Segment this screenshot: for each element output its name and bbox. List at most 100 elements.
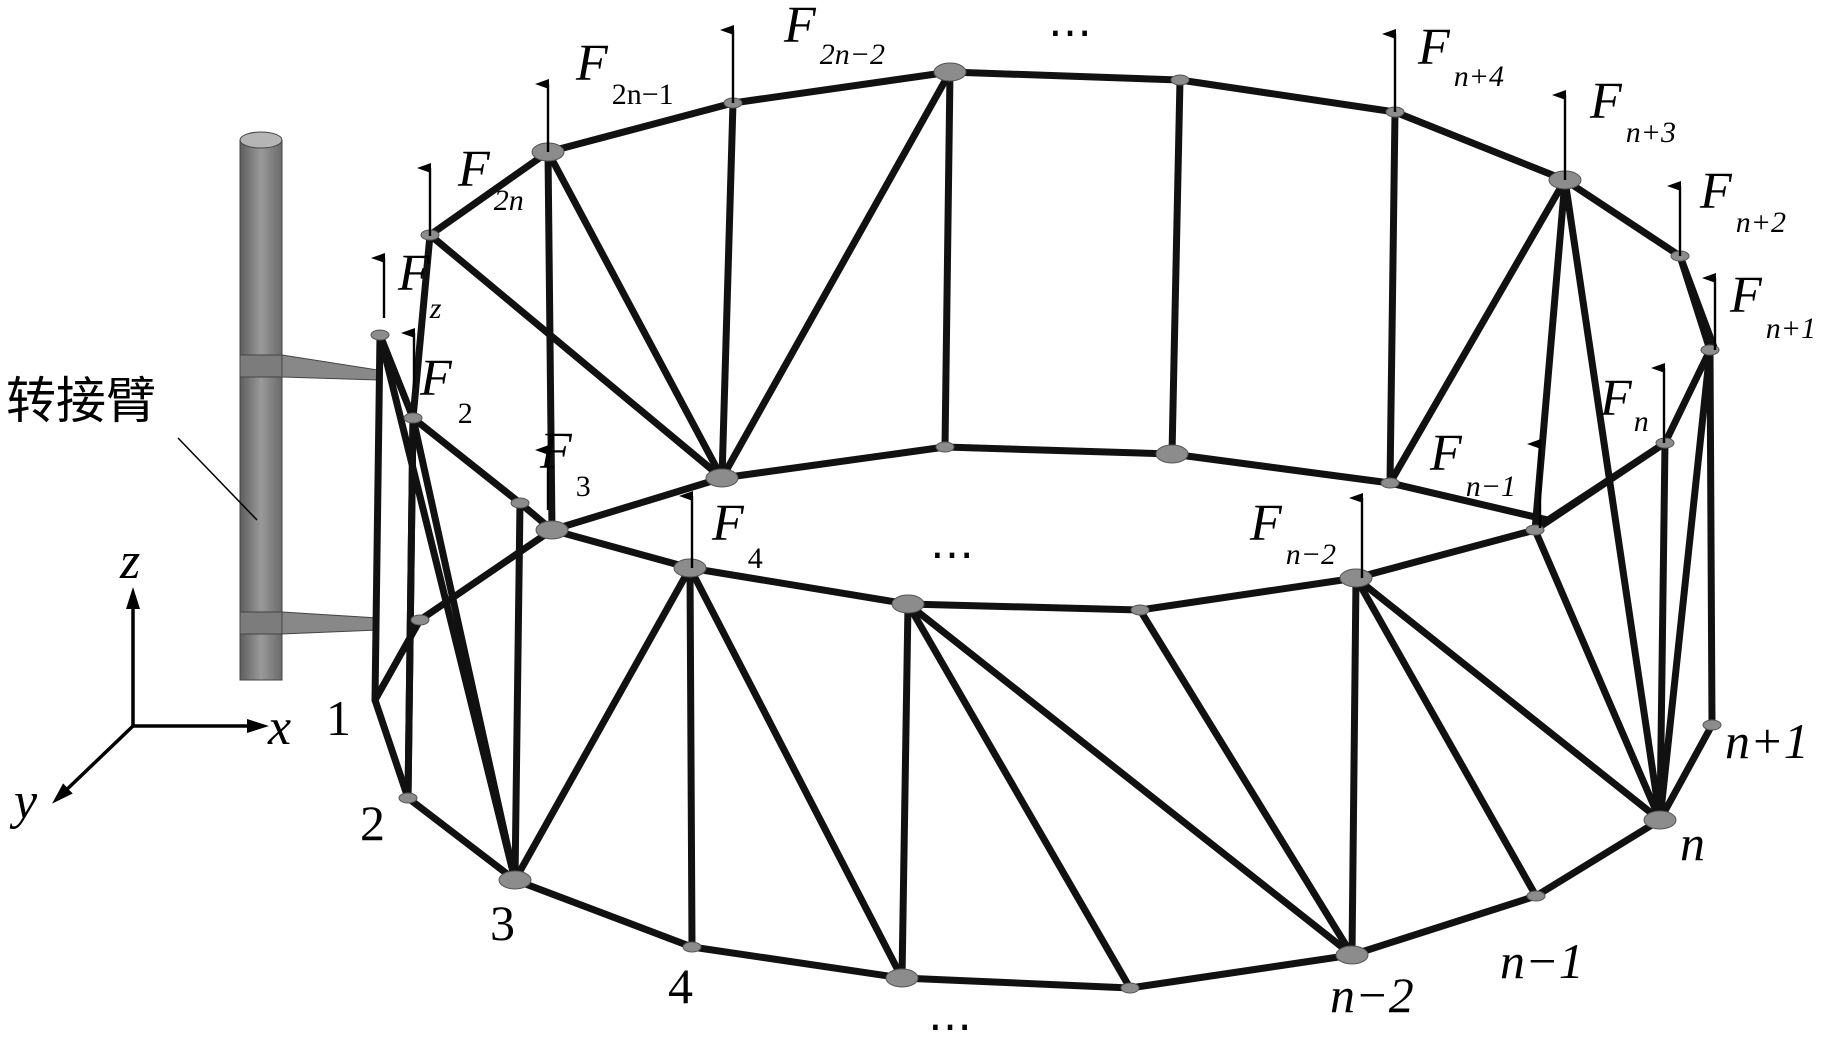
truss-joint	[705, 468, 739, 488]
ellipsis-bottom: …	[928, 990, 978, 1041]
force-label-f-2n-2: F2n−2	[783, 0, 885, 71]
truss-member	[1126, 951, 1356, 992]
truss-member	[371, 331, 384, 704]
truss-joint	[370, 329, 390, 341]
node-numbers: 1 2 3 4 n−2 n−1 n n+1	[326, 690, 1809, 1023]
truss-joint	[1700, 344, 1720, 356]
truss-member	[416, 526, 556, 624]
force-labels: Fz F2 F3 F4 F2n F2n−1 F2n−2 Fn+4 Fn+3 Fn…	[397, 0, 1816, 575]
truss-member	[1706, 346, 1716, 729]
adapter-bracket-lower	[239, 611, 283, 635]
truss-joint	[498, 870, 532, 890]
truss-member	[1352, 526, 1539, 582]
truss-members	[371, 68, 1719, 992]
force-label-f-4: F4	[711, 495, 763, 575]
truss-member	[426, 148, 552, 239]
truss-member	[729, 68, 954, 107]
truss-joint	[1120, 982, 1140, 994]
truss-member	[404, 414, 417, 802]
truss-member	[688, 943, 906, 982]
force-label-f-n-plus-4: Fn+4	[1417, 19, 1504, 93]
node-number-3: 3	[490, 895, 515, 951]
truss-member	[686, 564, 696, 951]
adapter-arm	[177, 131, 379, 681]
truss-member	[371, 696, 412, 802]
node-number-4: 4	[668, 958, 693, 1014]
truss-joint	[885, 968, 919, 988]
truss-joint	[535, 520, 569, 540]
truss-joint	[1170, 74, 1190, 86]
node-number-n-minus-2: n−2	[1330, 967, 1414, 1023]
z-axis-label: z	[119, 533, 140, 590]
truss-member	[904, 600, 1134, 992]
truss-member	[1676, 252, 1714, 354]
truss-member	[686, 564, 906, 982]
truss-member	[904, 600, 1356, 959]
truss-member	[426, 231, 726, 482]
truss-joint	[1380, 477, 1400, 489]
truss-member	[376, 331, 519, 884]
truss-member	[404, 794, 519, 884]
truss-joint	[510, 497, 530, 509]
force-label-f-n-minus-2: Fn−2	[1249, 495, 1336, 571]
truss-member	[941, 443, 1176, 458]
truss-member	[409, 414, 524, 507]
truss-member	[1661, 346, 1714, 447]
truss-member	[1136, 606, 1356, 959]
truss-member	[1386, 176, 1569, 487]
node-number-2: 2	[360, 795, 385, 851]
truss-joint	[1526, 890, 1546, 902]
truss-joint	[403, 412, 423, 424]
truss-joint	[1155, 444, 1189, 464]
truss-joint	[398, 792, 418, 804]
y-axis-label: y	[9, 773, 38, 830]
x-axis-label: x	[267, 699, 291, 756]
force-label-f-n-plus-1: Fn+1	[1729, 267, 1816, 345]
ellipsis-middle: …	[930, 518, 980, 569]
truss-member	[904, 600, 1144, 614]
truss-member	[544, 99, 737, 156]
truss-member	[718, 99, 737, 482]
truss-member	[1532, 816, 1664, 900]
truss-joint	[935, 441, 955, 453]
truss-joint	[933, 62, 967, 82]
truss-member	[511, 564, 694, 884]
truss-member	[1136, 574, 1360, 614]
truss-member	[548, 526, 694, 572]
adapter-arm-label: 转接臂	[6, 372, 156, 430]
truss-member	[1656, 346, 1714, 824]
truss-member	[1386, 108, 1399, 487]
force-label-f-2n-1: F2n−1	[575, 35, 674, 111]
force-label-f-n-plus-3: Fn+3	[1589, 73, 1676, 149]
truss-member	[1348, 574, 1360, 959]
truss-joint	[1339, 568, 1373, 588]
adapter-post	[239, 139, 283, 681]
force-label-f-n-minus-1: Fn−1	[1429, 425, 1516, 503]
truss-member	[1176, 76, 1399, 116]
truss-joint	[682, 941, 702, 953]
truss-member	[548, 474, 726, 534]
node-number-1: 1	[326, 690, 351, 746]
adapter-leader-line	[177, 437, 258, 521]
truss-member	[898, 974, 1134, 992]
adapter-post-top	[239, 131, 283, 149]
truss-member	[686, 564, 912, 608]
node-number-n-plus-1: n+1	[1725, 713, 1809, 769]
truss-member	[1561, 176, 1664, 824]
truss-member	[941, 68, 954, 451]
truss-joint	[1525, 524, 1545, 536]
truss-member	[1391, 108, 1569, 184]
truss-member	[511, 876, 696, 951]
truss-member	[511, 499, 524, 884]
truss-member	[898, 600, 912, 982]
truss-member	[1168, 76, 1184, 458]
truss-member	[544, 148, 556, 534]
truss-member	[544, 148, 726, 482]
truss-member	[1348, 892, 1540, 959]
truss-member	[1168, 450, 1394, 487]
force-arrows	[371, 25, 1717, 578]
truss-joint	[410, 614, 430, 626]
truss-member	[1352, 574, 1664, 824]
truss-joint	[1702, 719, 1722, 731]
